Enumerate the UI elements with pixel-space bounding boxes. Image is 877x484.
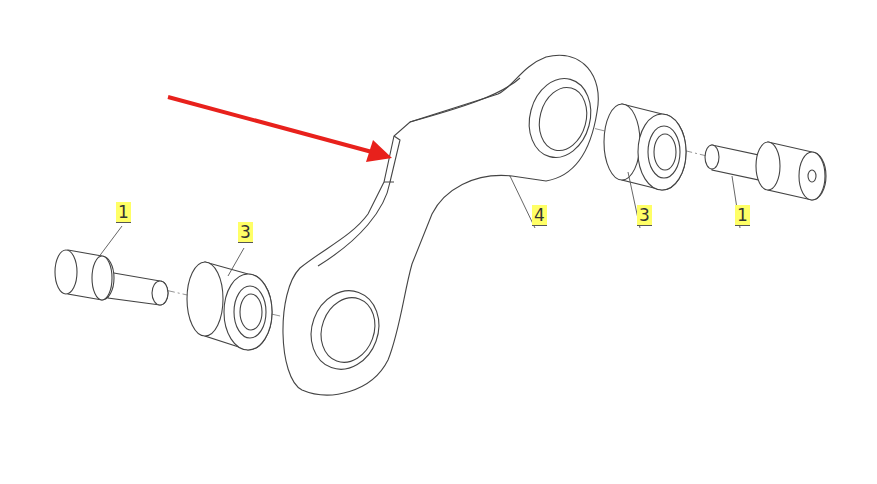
callout-number: 3 bbox=[238, 222, 253, 243]
bearing bbox=[187, 262, 272, 350]
bearing bbox=[604, 104, 686, 190]
pointer-arrow bbox=[168, 97, 392, 162]
callout-number: 1 bbox=[735, 205, 750, 226]
callout-number: 1 bbox=[116, 202, 131, 223]
rocker-arm bbox=[283, 55, 599, 395]
pin bbox=[705, 142, 826, 200]
callout-number: 3 bbox=[637, 205, 652, 226]
callout-number: 4 bbox=[532, 205, 547, 226]
pin bbox=[55, 250, 168, 305]
leader-line bbox=[98, 172, 740, 276]
